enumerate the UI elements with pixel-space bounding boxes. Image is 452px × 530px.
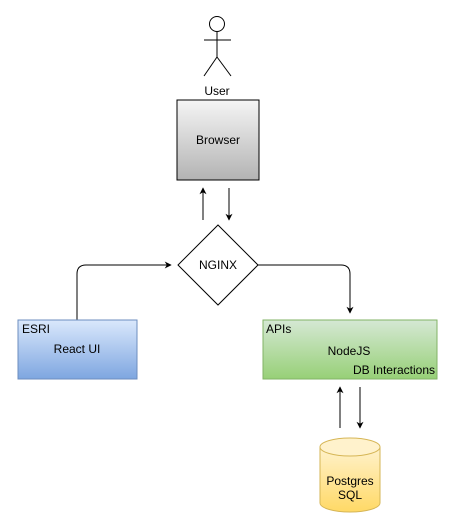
react-ui-node xyxy=(17,319,138,380)
react-ui-label: React UI xyxy=(54,342,101,356)
apis-label: NodeJS xyxy=(328,344,371,358)
apis-node xyxy=(262,319,438,380)
nginx-node xyxy=(177,224,259,306)
database-label-line2: SQL xyxy=(338,488,362,502)
database-label-line1: Postgres xyxy=(326,474,373,488)
user-label: User xyxy=(204,84,229,98)
nginx-to-apis-arrow xyxy=(258,264,354,314)
react-ui-tag: ESRI xyxy=(22,322,50,336)
nginx-label: NGINX xyxy=(199,258,237,272)
postgres-database-icon xyxy=(319,437,381,513)
apis-sublabel: DB Interactions xyxy=(353,363,435,377)
browser-node xyxy=(176,99,260,181)
user-actor-icon xyxy=(203,16,232,77)
react-to-nginx-arrow xyxy=(76,261,172,320)
apis-tag: APIs xyxy=(266,322,291,336)
browser-label: Browser xyxy=(196,133,240,147)
